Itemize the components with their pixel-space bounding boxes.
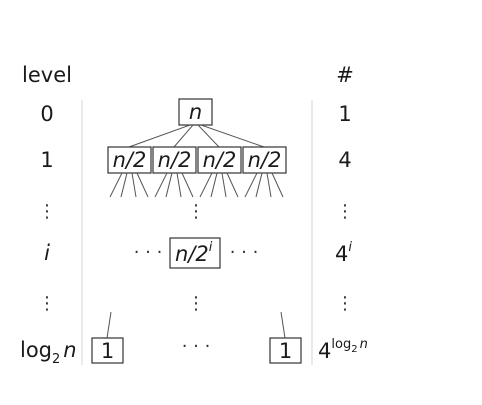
- root-node-box: [178, 98, 213, 126]
- level1-node-3-label: n/2: [203, 148, 237, 172]
- root-edge-4: [200, 124, 265, 148]
- leaf-edge-left: [106, 311, 112, 339]
- count-log-base: 4: [318, 339, 331, 363]
- root-node-label: n: [189, 100, 202, 124]
- level1-node-4: n/2: [242, 146, 287, 174]
- tree-vdots-2: ⋮: [187, 293, 205, 314]
- level1-node-2-label: n/2: [158, 148, 192, 172]
- count-log-exp-var: n: [360, 337, 368, 352]
- count-header: #: [336, 63, 354, 87]
- fanout-edge: [165, 172, 173, 198]
- fanout-edge: [154, 172, 168, 198]
- level-1-label: 1: [40, 148, 53, 172]
- count-vdots-1: ⋮: [336, 201, 354, 222]
- count-vdots-2: ⋮: [336, 293, 354, 314]
- count-level-i: 4i: [335, 240, 352, 266]
- level1-node-2-box: [152, 146, 197, 174]
- fanout-edge: [176, 172, 182, 198]
- level-i-label: i: [44, 241, 50, 265]
- level1-node-1-label: n/2: [113, 148, 147, 172]
- count-log-exp-sub: 2: [351, 344, 357, 355]
- fanout-edge: [136, 172, 149, 198]
- fanout-edge: [244, 172, 258, 198]
- level-vdots-1: ⋮: [38, 201, 56, 222]
- level1-node-4-label: n/2: [248, 148, 282, 172]
- tree-hdots-right: · · ·: [230, 242, 259, 263]
- leaf-node-right-box: [269, 337, 302, 364]
- root-node: n: [178, 98, 213, 126]
- level-i-node-label: n/2i: [175, 240, 213, 266]
- leaf-node-right-label: 1: [279, 339, 292, 363]
- fanout-edge: [266, 172, 272, 198]
- leaf-hdots: · · ·: [182, 336, 211, 357]
- level-i-node: n/2i: [169, 237, 221, 269]
- level1-node-1-box: [107, 146, 152, 174]
- level-i-node-box: [169, 237, 221, 269]
- level-log-base: log: [20, 338, 52, 362]
- fanout-edge: [210, 172, 218, 198]
- level-log-subscript: 2: [52, 352, 60, 367]
- count-i-base: 4: [335, 242, 348, 266]
- tree-vdots-1: ⋮: [187, 201, 205, 222]
- count-log-exp-fn: log: [331, 337, 351, 352]
- level-i-node-base: n/2: [175, 242, 209, 266]
- root-edge-3: [197, 124, 220, 148]
- count-level-1: 4: [338, 148, 351, 172]
- fanout-edge: [199, 172, 213, 198]
- level-0-label: 0: [40, 102, 53, 126]
- fanout-edge: [131, 172, 137, 198]
- leaf-node-right: 1: [269, 337, 302, 364]
- level1-node-2: n/2: [152, 146, 197, 174]
- level-vdots-2: ⋮: [38, 293, 56, 314]
- leaf-node-left-box: [91, 337, 124, 364]
- fanout-edge: [226, 172, 239, 198]
- leaf-node-left-label: 1: [101, 339, 114, 363]
- level1-node-3-box: [197, 146, 242, 174]
- fanout-edge: [120, 172, 128, 198]
- fanout-edge: [271, 172, 284, 198]
- fanout-edge: [221, 172, 227, 198]
- tree-hdots-left: · · ·: [134, 242, 163, 263]
- root-edge-2: [173, 124, 194, 148]
- leaf-edge-right: [280, 311, 286, 339]
- level-i-node-exponent: i: [209, 240, 213, 255]
- level-log-var: n: [63, 338, 76, 362]
- leaf-node-left: 1: [91, 337, 124, 364]
- root-edge-1: [128, 124, 191, 148]
- level1-node-1: n/2: [107, 146, 152, 174]
- count-level-0: 1: [338, 102, 351, 126]
- level-header: level: [22, 63, 72, 87]
- fanout-edge: [109, 172, 123, 198]
- level1-node-3: n/2: [197, 146, 242, 174]
- level1-node-4-box: [242, 146, 287, 174]
- count-i-exponent: i: [348, 240, 352, 255]
- fanout-edge: [181, 172, 194, 198]
- level1-fanout-edges: [109, 172, 284, 198]
- fanout-edge: [255, 172, 263, 198]
